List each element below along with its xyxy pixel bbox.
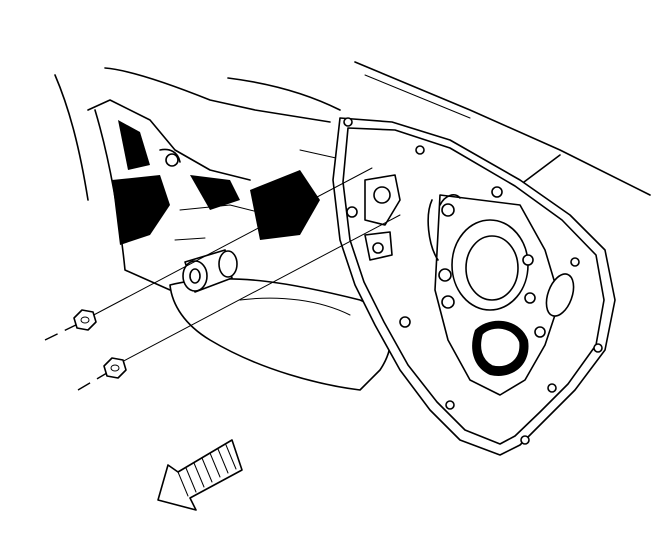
forward-direction-arrow-icon bbox=[157, 439, 243, 511]
fastener-6 bbox=[547, 383, 557, 393]
door-module-panel bbox=[332, 117, 616, 456]
nut-icon bbox=[103, 357, 127, 379]
fastener-2 bbox=[415, 145, 425, 155]
exploded-nuts bbox=[44, 167, 401, 391]
nut-icon bbox=[73, 309, 97, 331]
fastener-14 bbox=[524, 292, 536, 304]
fastener-3 bbox=[491, 186, 503, 198]
vehicle-body-outline bbox=[54, 61, 651, 201]
inner-door-structure bbox=[87, 67, 351, 301]
module-fasteners bbox=[343, 117, 603, 445]
fastener-11 bbox=[438, 268, 452, 282]
fastener-8 bbox=[445, 400, 455, 410]
fastener-5 bbox=[593, 343, 603, 353]
fastener-1 bbox=[343, 117, 353, 127]
fastener-16 bbox=[346, 206, 358, 218]
fastener-13 bbox=[522, 254, 534, 266]
fastener-4 bbox=[570, 257, 580, 267]
fastener-12 bbox=[441, 295, 455, 309]
fastener-10 bbox=[441, 203, 455, 217]
fastener-15 bbox=[534, 326, 546, 338]
fastener-17 bbox=[372, 242, 384, 254]
lower-door-skin bbox=[169, 277, 392, 391]
fastener-9 bbox=[399, 316, 411, 328]
fastener-7 bbox=[520, 435, 530, 445]
